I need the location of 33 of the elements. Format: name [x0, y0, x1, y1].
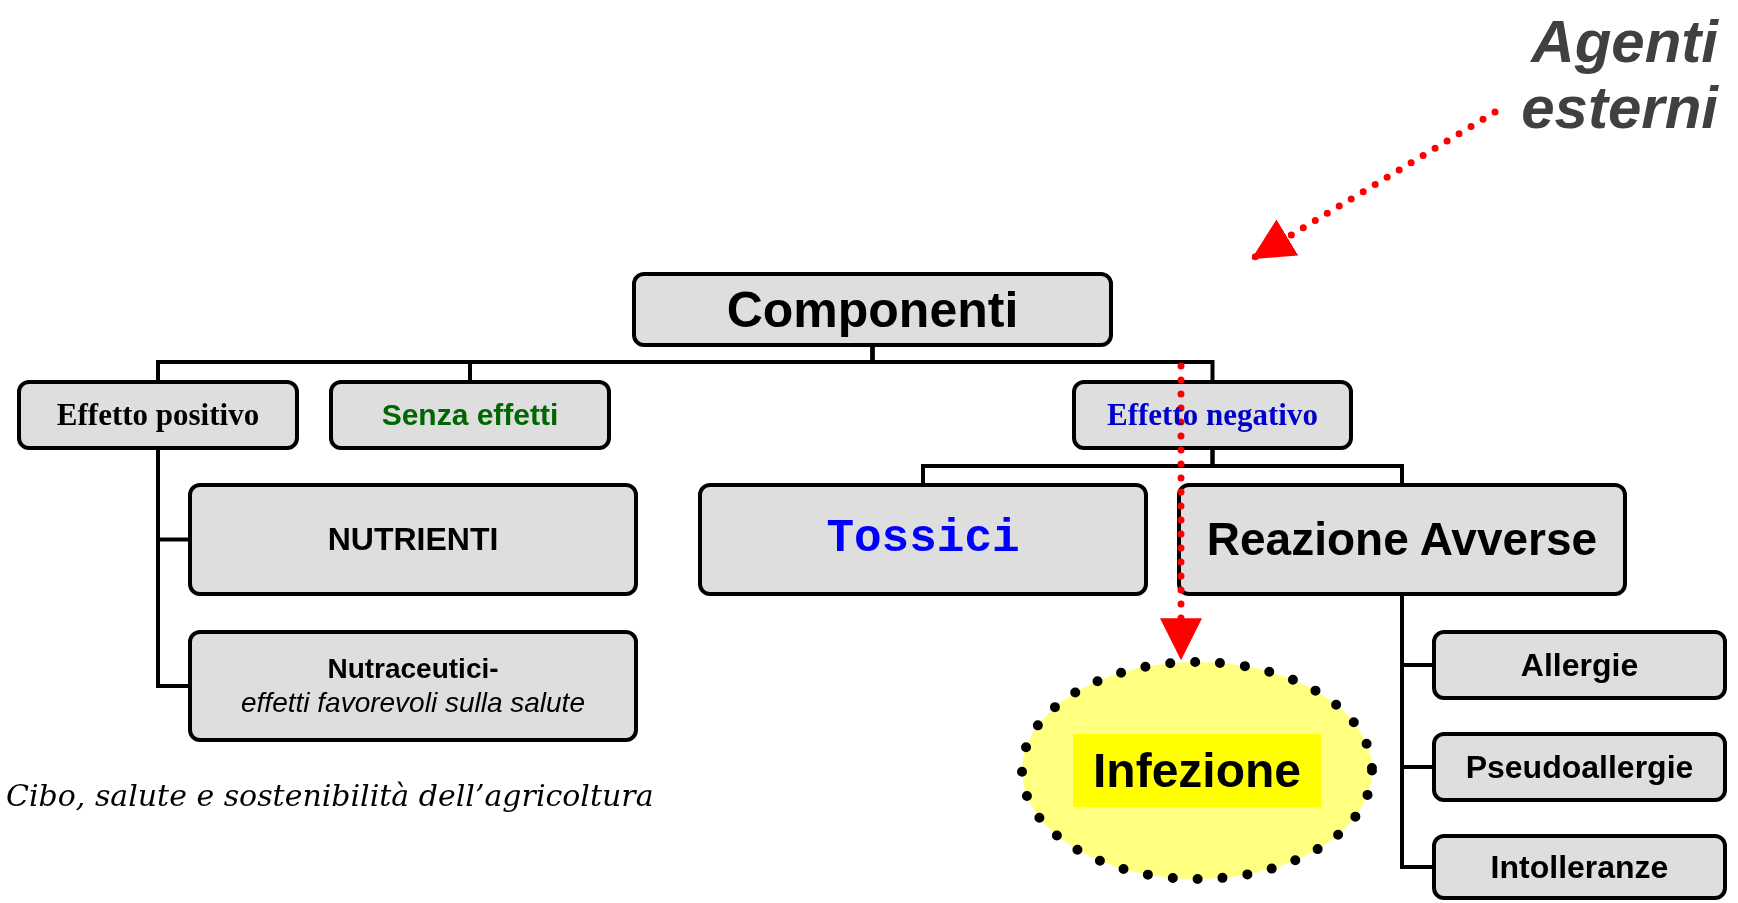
box-label: NUTRIENTI: [327, 520, 499, 559]
box-label: Pseudoallergie: [1465, 747, 1694, 787]
category-box: [188, 630, 638, 742]
connector-line: [1400, 596, 1432, 869]
highlight-ellipse: [1016, 656, 1378, 885]
box-label: Senza effetti: [381, 397, 559, 433]
box-label: Effetto negativo: [1107, 396, 1318, 434]
category-box: [188, 483, 638, 596]
category-box: [632, 272, 1113, 347]
dotted-arrow: [1251, 108, 1499, 261]
box-label: Intolleranze: [1490, 847, 1669, 887]
connector-line: [1210, 450, 1404, 483]
category-box: [1072, 380, 1353, 450]
category-box: [698, 483, 1148, 596]
connector-line: [156, 450, 188, 688]
box-label: Effetto positivo: [56, 396, 260, 434]
box-label: Tossici: [826, 511, 1020, 567]
box-label: effetti favorevoli sulla salute: [241, 686, 585, 720]
highlight-label: Infezione: [1073, 733, 1321, 808]
caption-text: Cibo, salute e sostenibilità dell’agricoltura: [6, 778, 654, 813]
box-label: Nutraceutici-: [327, 652, 499, 686]
box-label: Allergie: [1520, 645, 1639, 685]
category-box: [1432, 630, 1727, 700]
connector-line: [870, 347, 1215, 380]
box-label: Reazione Avverse: [1206, 511, 1598, 567]
category-box: [329, 380, 611, 450]
dotted-arrow: [1160, 362, 1202, 661]
category-box: [1177, 483, 1627, 596]
category-box: [17, 380, 299, 450]
category-box: [1432, 834, 1727, 900]
box-label: Componenti: [726, 280, 1019, 340]
category-box: [1432, 732, 1727, 802]
heading-text: Agenti esterni: [1520, 9, 1718, 141]
